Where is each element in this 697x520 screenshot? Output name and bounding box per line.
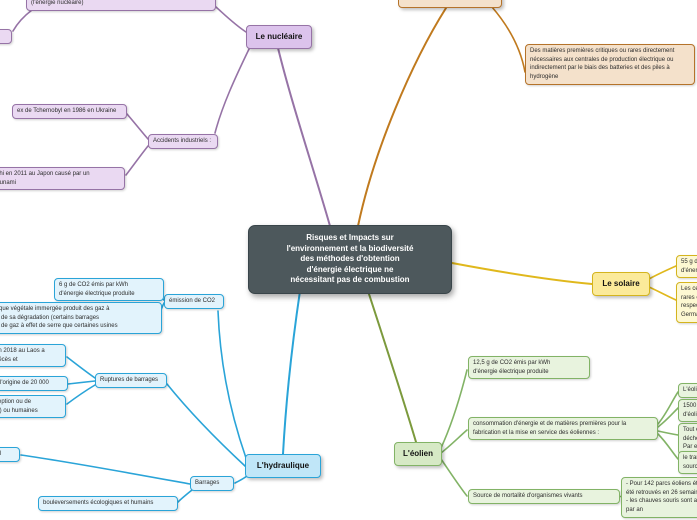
node-hyd-matiere-organique[interactable]: anique végétale immergée produit des gaz… [0, 302, 162, 335]
connector-eolien-mortalite [440, 458, 468, 497]
connector-barrages-bouleversements [177, 489, 193, 503]
node-eolien-co2[interactable]: 12,5 g de CO2 émis par kWh d'énergie éle… [468, 356, 590, 380]
node-hyd-impact-cut[interactable]: tal [0, 447, 20, 462]
branch-hydraulique[interactable]: L'hydraulique [245, 454, 321, 478]
node-eolien-cut3[interactable]: Tout es déchets Par exem [678, 423, 697, 456]
connector-barrages-impact [20, 454, 191, 485]
branch-eolien[interactable]: L'éolien [394, 442, 442, 466]
connector-consommation-cut1 [657, 391, 679, 425]
node-solaire-co2[interactable]: 55 g de d'énergie [676, 255, 697, 279]
node-hyd-bouleversements[interactable]: bouleversements écologiques et humains [38, 496, 178, 511]
connector-consommation-cut4 [657, 433, 679, 460]
connector-center-hydraulique [282, 290, 301, 455]
node-hyd-laos[interactable]: en 2018 au Laos a décès et [0, 344, 66, 368]
node-fukushima[interactable]: ichi en 2011 au Japon causé par un tsuna… [0, 167, 125, 191]
node-eolien-cut4[interactable]: le transp source [678, 451, 697, 475]
node-solaire-centrales[interactable]: Les cent rares et respect Germani [676, 282, 697, 323]
connector-ruptures-origine [67, 380, 96, 385]
branch-top-cut[interactable] [398, 0, 502, 8]
connector-top-matieres [491, 6, 526, 73]
connector-center-nucleaire [277, 47, 331, 227]
node-eolien-cut1[interactable]: L'éolien [678, 383, 697, 398]
connector-nucleaire-energie [215, 6, 247, 33]
node-accidents-industriels[interactable]: Accidents industriels : [148, 134, 218, 149]
connector-accidents-fukushima [125, 145, 149, 176]
connector-center-top [357, 7, 447, 227]
node-eolien-oiseaux[interactable]: - Pour 142 parcs éoliens étud été retrou… [621, 477, 697, 518]
connector-consommation-cut2 [657, 407, 679, 428]
node-energie-nucleaire[interactable]: (l'énergie nucléaire) [26, 0, 216, 11]
connector-accidents-tchernobyl [126, 113, 149, 140]
node-eolien-mortalite[interactable]: Source de mortalité d'organismes vivants [468, 489, 620, 504]
node-hyd-emission-co2[interactable]: émission de CO2 [164, 294, 224, 309]
connector-hydraulique-ruptures [166, 383, 246, 467]
node-hyd-causes[interactable]: ception ou de el) ou humaines [0, 395, 66, 419]
node-eolien-consommation[interactable]: consommation d'énergie et de matières pr… [468, 417, 658, 441]
branch-nucleaire[interactable]: Le nucléaire [246, 25, 312, 49]
connector-consommation-cut3 [657, 430, 679, 436]
node-eolien-cut2[interactable]: 1500 ton d'éolienn [678, 399, 697, 423]
connector-hydraulique-emission [217, 310, 247, 459]
node-nucleaire-cut-left[interactable] [0, 29, 12, 44]
connector-energie-cut [12, 9, 33, 32]
node-hyd-ruptures[interactable]: Ruptures de barrages [95, 373, 167, 388]
node-hyd-origine-20000[interactable]: à l'origine de 20 000 [0, 376, 68, 391]
connector-solaire-centrales [648, 286, 677, 301]
connector-ruptures-causes [66, 384, 96, 405]
connector-hydraulique-barrages [234, 475, 248, 484]
connector-eolien-consommation [440, 429, 468, 454]
connector-center-eolien [367, 290, 417, 443]
node-hyd-barrages[interactable]: Barrages [190, 476, 234, 491]
connector-center-solaire [451, 262, 593, 285]
connector-eolien-co2 [440, 369, 468, 449]
connector-ruptures-laos [66, 356, 96, 379]
connector-nucleaire-accidents [214, 46, 251, 134]
node-matieres-premieres[interactable]: Des matières premières critiques ou rare… [525, 44, 695, 85]
node-tchernobyl[interactable]: ex de Tchernobyl en 1986 en Ukraine [12, 104, 127, 119]
branch-solaire[interactable]: Le solaire [592, 272, 650, 296]
node-hyd-6g-co2[interactable]: 6 g de CO2 émis par kWh d'énergie électr… [54, 278, 164, 302]
central-topic[interactable]: Risques et Impacts sur l'environnement e… [248, 225, 452, 294]
connector-solaire-co2 [648, 265, 677, 280]
